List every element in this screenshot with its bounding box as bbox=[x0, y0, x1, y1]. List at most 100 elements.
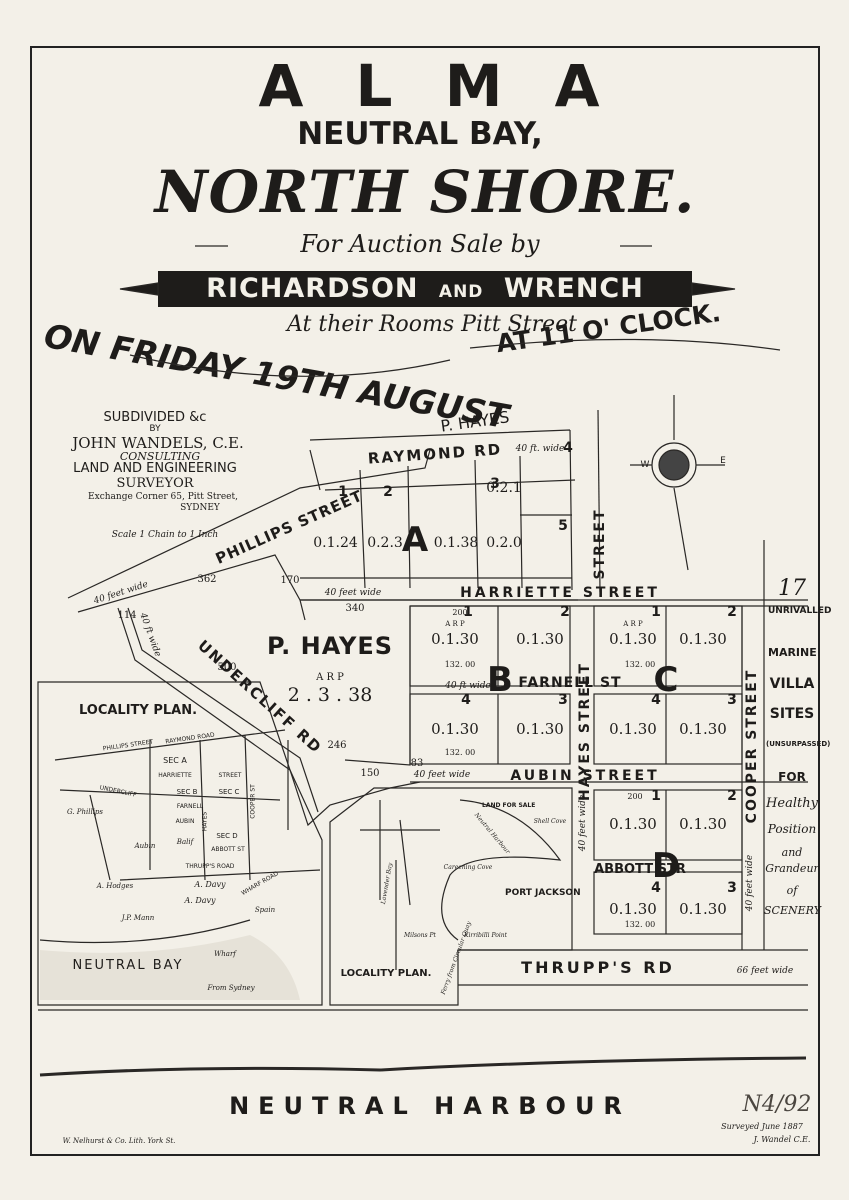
surveyor-title: SURVEYOR bbox=[116, 476, 194, 491]
auction-line: For Auction Sale by bbox=[300, 230, 540, 258]
lp1-label: Aubin bbox=[134, 842, 156, 850]
lot-number: 4 bbox=[461, 692, 471, 708]
alma-letter: A bbox=[258, 52, 306, 120]
cooper-street-label: COOPER STREET bbox=[744, 668, 760, 824]
p-hayes-land-label: P. HAYES bbox=[266, 632, 394, 660]
surveyor-name: JOHN WANDELS, C.E. bbox=[72, 434, 244, 452]
harriette-street-label: HARRIETTE STREET bbox=[460, 585, 660, 601]
lp1-label: HARRIETTE bbox=[158, 772, 192, 779]
lot-number: 1 bbox=[651, 604, 661, 620]
dimension: 150 bbox=[360, 768, 380, 779]
side-line: Position bbox=[767, 822, 817, 836]
lot-area: 0.1.30 bbox=[431, 720, 479, 738]
lp1-label: FARNELL bbox=[176, 803, 204, 810]
surveyor-city: SYDNEY bbox=[180, 503, 220, 513]
lot-area: 0.1.30 bbox=[609, 815, 657, 833]
subdivided-label: SUBDIVIDED &c bbox=[103, 410, 207, 425]
lot-area: 0.1.30 bbox=[679, 815, 727, 833]
lot-number: 4 bbox=[651, 692, 661, 708]
lp1-label: Spain bbox=[254, 906, 276, 914]
abbott-street-label: ABBOTT STR bbox=[594, 862, 686, 877]
raymond-width-label: 40 ft. wide bbox=[515, 444, 565, 454]
lot-number: 4 bbox=[651, 880, 661, 896]
lot-side: 200 bbox=[627, 792, 643, 801]
lp1-label: THRUPP'S ROAD bbox=[185, 863, 235, 870]
lp2-label: Careening Cove bbox=[443, 864, 493, 871]
catalogue-reference: N4/92 bbox=[742, 1092, 812, 1117]
hayes-street-label: HAYES STREET bbox=[577, 662, 593, 801]
lot-number: 1 bbox=[338, 484, 348, 500]
side-line: Grandeur bbox=[765, 862, 819, 875]
lot-area: 0.2.1 bbox=[486, 480, 522, 496]
lp1-label: G. Phillips bbox=[66, 808, 104, 816]
lp1-label: A. Davy bbox=[194, 880, 226, 889]
lp1-label: SEC D bbox=[216, 832, 238, 840]
lot-area: 0.1.38 bbox=[433, 535, 479, 551]
neutral-harbour-label: NEUTRAL HARBOUR bbox=[229, 1092, 631, 1120]
alma-title: A L M A bbox=[190, 52, 670, 120]
neutral-bay-label: NEUTRAL BAY bbox=[72, 958, 184, 973]
lp2-label: Shell Cove bbox=[533, 818, 567, 825]
p-hayes-area: 2 . 3 . 38 bbox=[287, 684, 373, 706]
lp1-label: COOPER ST bbox=[249, 784, 257, 819]
alma-letter: M bbox=[444, 52, 505, 120]
harriette-width-label: 40 feet wide bbox=[324, 588, 382, 598]
hayes-width-label: 40 feet wide bbox=[578, 794, 588, 852]
lot-area: 0.1.30 bbox=[609, 630, 657, 648]
lot-area: 0.1.30 bbox=[609, 720, 657, 738]
map-border bbox=[30, 46, 820, 1156]
thrupps-road-label: THRUPP'S RD bbox=[521, 958, 675, 977]
p-hayes-arp: A R P bbox=[316, 672, 344, 683]
side-line: of bbox=[786, 884, 798, 897]
aubin-width-label: 40 feet wide bbox=[413, 770, 471, 780]
cooper-width-label: 40 feet wide bbox=[745, 854, 755, 912]
locality-heading: NEUTRAL BAY, bbox=[297, 116, 543, 152]
lp1-label: AUBIN bbox=[175, 818, 195, 825]
locality-plan-2-title: LOCALITY PLAN. bbox=[340, 968, 432, 979]
surveyor-signature: J. Wandel C.E. bbox=[753, 1135, 811, 1144]
lp1-label: SEC B bbox=[176, 788, 198, 796]
lots-count: 17 bbox=[778, 576, 806, 601]
compass-east: E bbox=[720, 456, 726, 466]
lot-frontage: 132. 00 bbox=[444, 660, 476, 669]
side-line: SCENERY bbox=[764, 904, 821, 917]
lot-number: 2 bbox=[727, 604, 737, 620]
lp1-label: SEC C bbox=[218, 788, 240, 796]
lot-number: 4 bbox=[563, 440, 573, 456]
lot-area: 0.1.30 bbox=[679, 720, 727, 738]
consulting-label: CONSULTING bbox=[119, 450, 201, 463]
lp1-label: Balif bbox=[176, 838, 194, 846]
lot-frontage: 132. 00 bbox=[624, 660, 656, 669]
locality-plan-1-title: LOCALITY PLAN. bbox=[78, 703, 198, 718]
scale-label: Scale 1 Chain to 1 Inch bbox=[111, 530, 219, 540]
side-line: MARINE bbox=[768, 646, 817, 659]
lot-number: 1 bbox=[463, 604, 473, 620]
side-line: (UNSURPASSED) bbox=[766, 740, 831, 748]
alma-letter: L bbox=[355, 52, 395, 120]
lp1-label: STREET bbox=[218, 772, 242, 779]
dimension: 340 bbox=[345, 603, 365, 614]
lot-area: 0.1.30 bbox=[431, 630, 479, 648]
dimension: 500 bbox=[217, 662, 237, 673]
lp2-label: Milsons Pt bbox=[404, 932, 436, 939]
lp1-label: HAYES bbox=[201, 811, 209, 832]
lot-arp-label: A R P bbox=[445, 620, 465, 628]
side-line: VILLA bbox=[769, 676, 815, 692]
lp1-label: ABBOTT ST bbox=[211, 846, 245, 853]
raymond-street-vertical: STREET bbox=[592, 508, 608, 580]
thrupps-width-label: 66 feet wide bbox=[736, 966, 794, 976]
alma-letter: A bbox=[554, 52, 602, 120]
port-jackson-label: PORT JACKSON bbox=[505, 888, 581, 898]
aubin-street-label: AUBIN STREET bbox=[510, 768, 660, 784]
lot-frontage: 132. 00 bbox=[444, 748, 476, 757]
dimension: 246 bbox=[327, 740, 347, 751]
side-line: Healthy bbox=[766, 796, 818, 811]
lp1-label: SEC A bbox=[163, 756, 187, 765]
lot-number: 5 bbox=[558, 518, 568, 534]
dimension: 170 bbox=[280, 575, 300, 586]
dimension: 362 bbox=[197, 574, 217, 585]
side-line: SITES bbox=[769, 706, 815, 722]
lot-number: 2 bbox=[383, 484, 393, 500]
lot-number: 2 bbox=[727, 788, 737, 804]
dimension: 83 bbox=[410, 758, 424, 769]
